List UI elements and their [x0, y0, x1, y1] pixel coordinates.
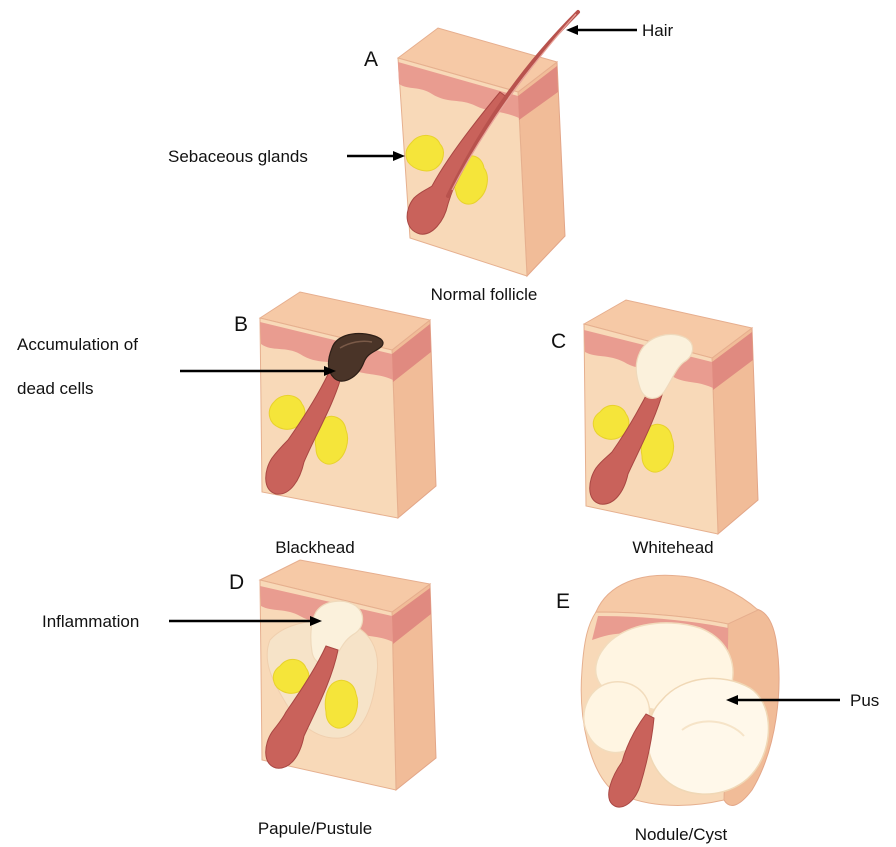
sebaceous-glands-callout: Sebaceous glands [168, 147, 405, 166]
panel-a-caption: Normal follicle [431, 285, 538, 304]
panel-c-letter: C [551, 330, 566, 353]
panel-c-caption: Whitehead [632, 538, 713, 557]
accumulation-label-line1: Accumulation of [17, 335, 138, 354]
panel-d-papule-pustule: D Papule/Pustule [229, 560, 436, 838]
panel-e-letter: E [556, 590, 570, 613]
accumulation-label-line2: dead cells [17, 379, 94, 398]
inflammation-label: Inflammation [42, 612, 139, 631]
sebaceous-arrow-head [393, 151, 405, 161]
pus-label: Pus [850, 691, 879, 710]
hair-callout: Hair [566, 21, 674, 40]
panel-b-letter: B [234, 313, 248, 336]
hair-arrow-head [566, 25, 578, 35]
panel-b-blackhead: B Blackhead [234, 292, 436, 557]
sebaceous-glands-label: Sebaceous glands [168, 147, 308, 166]
panel-d-caption: Papule/Pustule [258, 819, 372, 838]
panel-b-caption: Blackhead [275, 538, 354, 557]
panel-d-letter: D [229, 571, 244, 594]
hair-label: Hair [642, 21, 674, 40]
panel-e-caption: Nodule/Cyst [635, 825, 728, 844]
panel-e-nodule-cyst: E Nodule/Cyst [556, 575, 779, 844]
panel-a-letter: A [364, 48, 378, 71]
panel-c-whitehead: C Whitehead [551, 300, 758, 557]
pus-cyst [647, 678, 768, 794]
